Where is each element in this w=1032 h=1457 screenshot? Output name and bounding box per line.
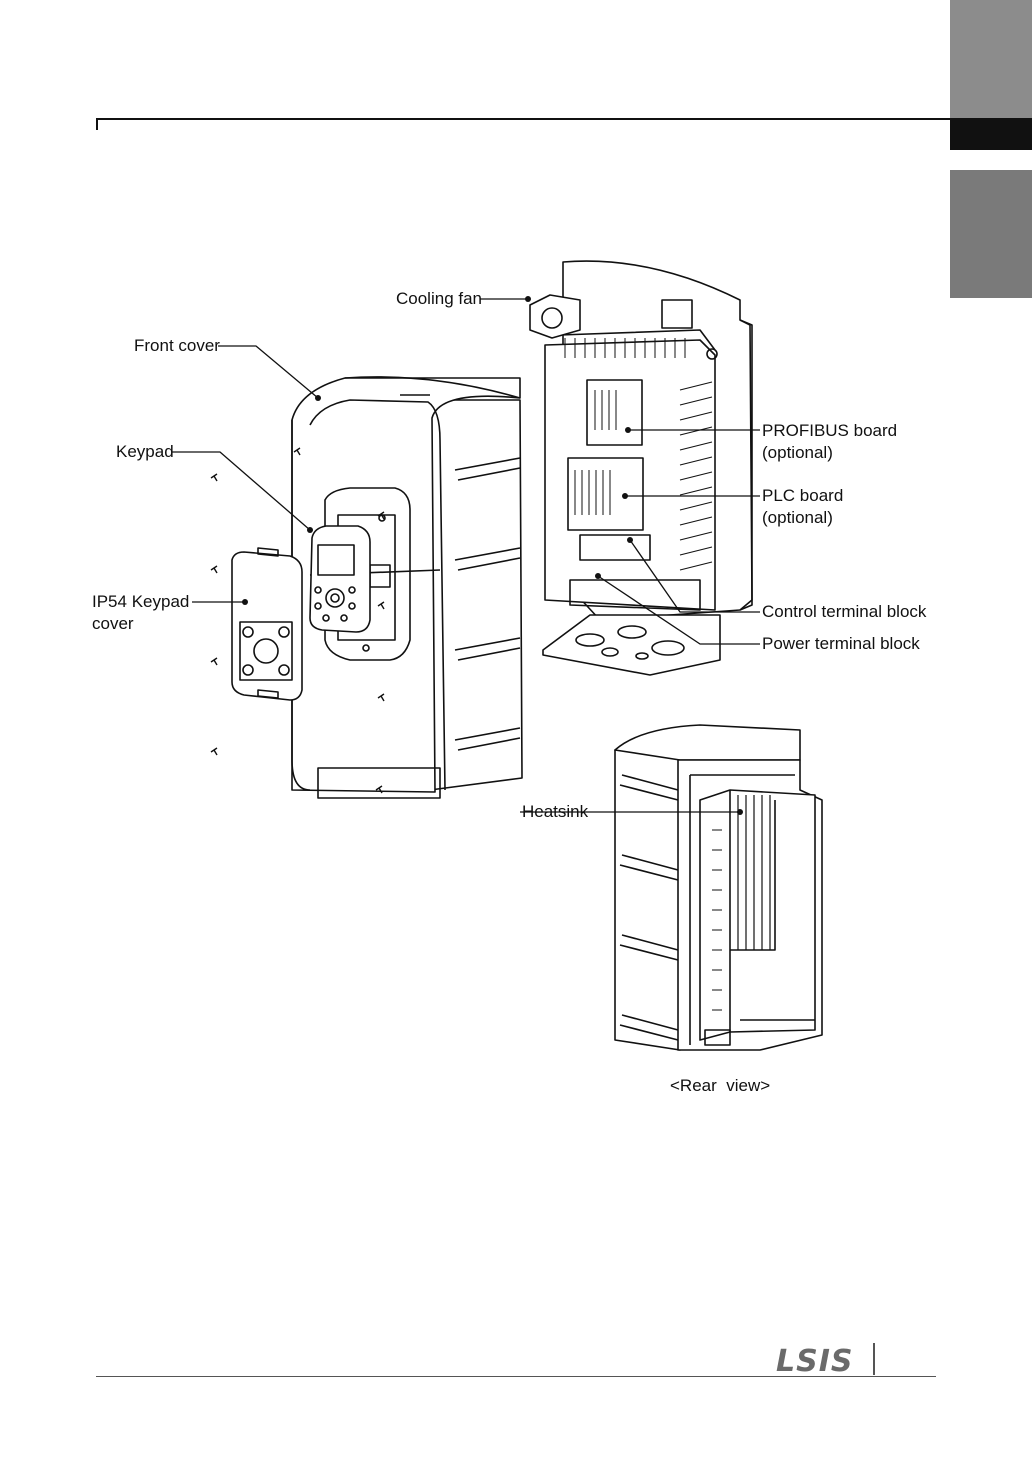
footer-rule	[96, 1376, 936, 1377]
label-profibus-line1: PROFIBUS board	[762, 420, 897, 442]
label-profibus-line2: (optional)	[762, 442, 833, 464]
label-power-terminal: Power terminal block	[762, 633, 920, 655]
rear-view-drawing	[615, 725, 822, 1050]
footer-divider	[873, 1343, 875, 1375]
ip54-cover-drawing	[232, 548, 302, 700]
label-cooling-fan: Cooling fan	[396, 288, 482, 310]
label-heatsink: Heatsink	[522, 801, 588, 823]
label-plc-line2: (optional)	[762, 507, 833, 529]
label-plc-line1: PLC board	[762, 485, 843, 507]
keypad-drawing	[310, 526, 370, 632]
label-ip54-line2: cover	[92, 613, 134, 635]
company-logo: LSIS	[776, 1344, 854, 1379]
label-keypad: Keypad	[116, 441, 174, 463]
label-control-terminal: Control terminal block	[762, 601, 926, 623]
open-inverter-drawing	[530, 261, 752, 675]
label-front-cover: Front cover	[134, 335, 220, 357]
label-ip54-line1: IP54 Keypad	[92, 591, 189, 613]
label-rear-view: <Rear view>	[670, 1075, 770, 1097]
